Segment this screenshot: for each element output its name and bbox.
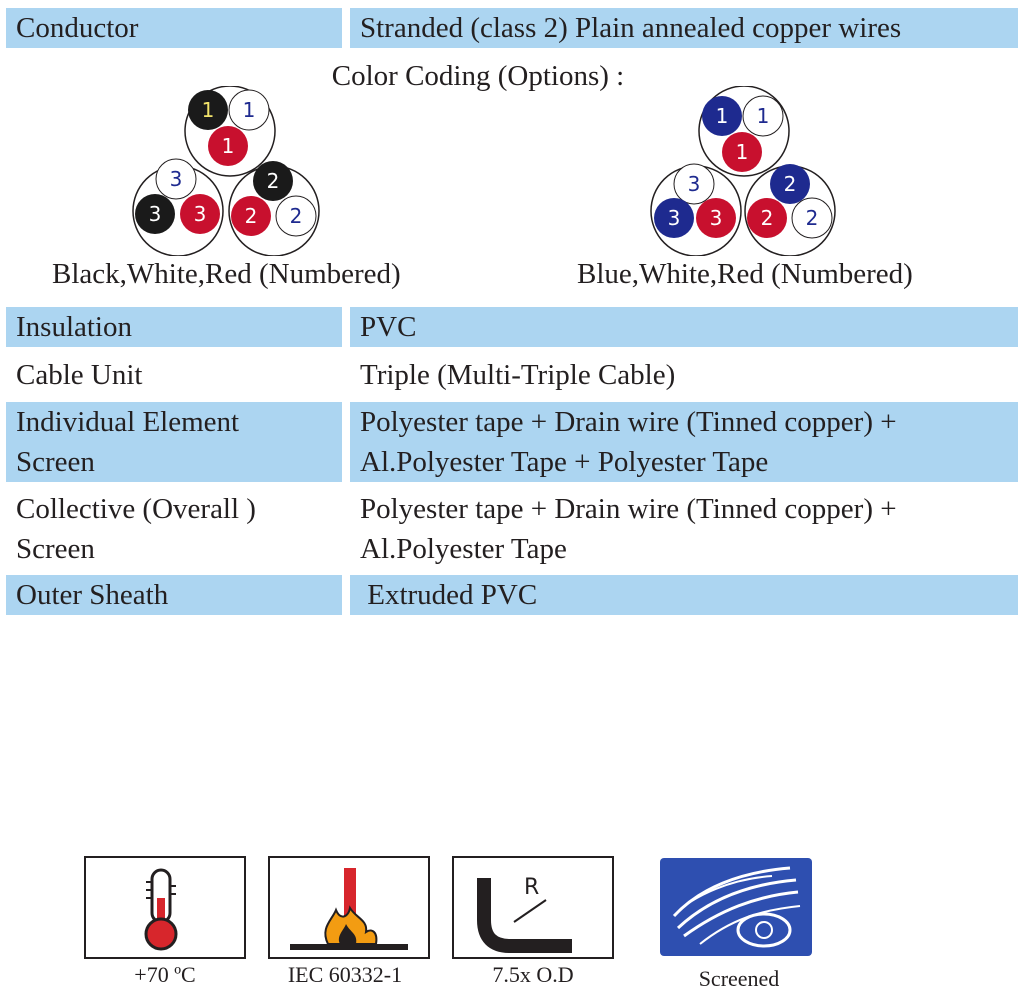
color-option-1-diagram: 1 1 1 3 3 3 2 2 2 [132, 86, 320, 256]
svg-text:2: 2 [245, 204, 258, 228]
svg-text:1: 1 [202, 98, 215, 122]
cable-unit-row: Cable Unit Triple (Multi-Triple Cable) [6, 355, 1018, 395]
svg-text:3: 3 [149, 202, 162, 226]
svg-text:1: 1 [736, 140, 749, 164]
svg-text:3: 3 [170, 167, 183, 191]
bending-radius-icon: R [452, 856, 614, 959]
color-coding-title: Color Coding (Options) : [331, 60, 625, 92]
flame-test-icon [268, 856, 430, 959]
svg-text:1: 1 [757, 104, 770, 128]
svg-text:3: 3 [194, 202, 207, 226]
svg-text:2: 2 [784, 172, 797, 196]
svg-text:2: 2 [290, 204, 303, 228]
conductor-row: Conductor Stranded (class 2) Plain annea… [6, 8, 1018, 48]
temperature-label: +70 ºC [134, 962, 196, 987]
thermometer-icon [84, 856, 246, 959]
svg-text:3: 3 [668, 206, 681, 230]
collective-screen-value: Polyester tape + Drain wire (Tinned copp… [360, 493, 897, 565]
screened-icon [660, 858, 812, 956]
conductor-label: Conductor [6, 8, 342, 48]
collective-screen-label: Collective (Overall )Screen [16, 493, 256, 565]
conductor-value: Stranded (class 2) Plain annealed copper… [350, 8, 1018, 48]
svg-text:2: 2 [806, 206, 819, 230]
cable-unit-label: Cable Unit [16, 359, 143, 391]
outer-sheath-row: Outer Sheath Extruded PVC [6, 575, 1018, 615]
svg-text:3: 3 [710, 206, 723, 230]
color-option-2-caption: Blue,White,Red (Numbered) [577, 258, 913, 290]
color-option-2-diagram: 1 1 1 3 3 3 2 2 2 [650, 86, 836, 256]
insulation-value: PVC [350, 307, 1018, 347]
insulation-row: Insulation PVC [6, 307, 1018, 347]
color-option-1-caption: Black,White,Red (Numbered) [52, 258, 401, 290]
svg-text:3: 3 [688, 172, 701, 196]
svg-text:2: 2 [267, 169, 280, 193]
svg-text:R: R [524, 875, 539, 900]
bend-label: 7.5x O.D [492, 962, 574, 987]
iec-label: IEC 60332-1 [287, 962, 403, 987]
insulation-label: Insulation [6, 307, 342, 347]
outer-sheath-value: Extruded PVC [350, 575, 1018, 615]
collective-screen-row: Collective (Overall )Screen Polyester ta… [6, 489, 1018, 569]
svg-text:1: 1 [243, 98, 256, 122]
svg-text:1: 1 [222, 134, 235, 158]
outer-sheath-label: Outer Sheath [6, 575, 342, 615]
svg-text:2: 2 [761, 206, 774, 230]
svg-text:1: 1 [716, 104, 729, 128]
individual-screen-value: Polyester tape + Drain wire (Tinned copp… [350, 402, 1018, 482]
cable-unit-value: Triple (Multi-Triple Cable) [360, 359, 676, 391]
screened-label: Screened [698, 966, 780, 991]
